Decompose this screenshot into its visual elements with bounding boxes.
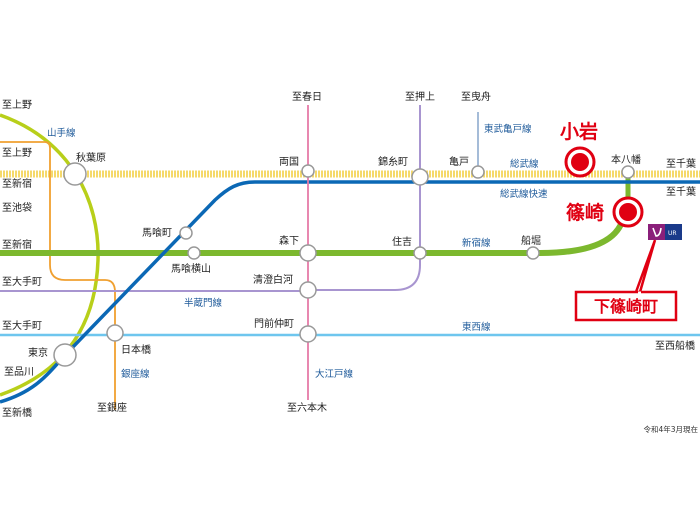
label-morishita: 森下 <box>279 234 299 247</box>
dir-kasuga: 至春日 <box>292 91 322 103</box>
station-tokyo[interactable] <box>53 343 77 367</box>
shimoshinozaki-label: 下篠崎町 <box>594 297 658 316</box>
label-akihabara: 秋葉原 <box>76 151 106 164</box>
label-nihonbashi: 日本橋 <box>121 343 151 356</box>
label-kameido: 亀戸 <box>449 155 469 168</box>
dir-ueno-2: 至上野 <box>2 147 32 159</box>
station-shinozaki-marker[interactable] <box>612 196 644 228</box>
station-koiwa-marker[interactable] <box>564 146 596 178</box>
label-tozai: 東西線 <box>462 321 491 333</box>
label-sobu-rapid: 総武線快速 <box>500 188 548 200</box>
dir-shinagawa: 至品川 <box>4 366 34 378</box>
label-tokyo: 東京 <box>28 346 48 359</box>
label-kiyosumi: 清澄白河 <box>253 273 293 286</box>
as-of-note: 令和4年3月現在 <box>643 424 698 434</box>
ur-logo-text: UR <box>668 230 677 237</box>
label-sobu: 総武線 <box>510 158 539 170</box>
callout-box <box>574 290 678 322</box>
dir-otemachi-2: 至大手町 <box>2 319 42 332</box>
yamanote-line <box>0 113 100 397</box>
label-kinshicho: 錦糸町 <box>378 155 408 168</box>
dir-chiba-2: 至千葉 <box>666 185 696 198</box>
shinozaki-label: 篠崎 <box>566 201 604 224</box>
dir-nishifunabashi: 至西船橋 <box>655 339 695 352</box>
dir-hikifune: 至曳舟 <box>461 90 491 103</box>
station-kiyosumi[interactable] <box>299 281 317 299</box>
label-oedo: 大江戸線 <box>315 368 354 380</box>
station-monzen[interactable] <box>299 325 317 343</box>
dir-otemachi-1: 至大手町 <box>2 275 42 288</box>
label-bakuroyokoyama: 馬喰横山 <box>171 262 211 275</box>
dir-shimbashi: 至新橋 <box>2 406 32 419</box>
label-ginza: 銀座線 <box>121 368 150 380</box>
label-motoyawata: 本八幡 <box>611 153 641 166</box>
shinjuku-line <box>0 220 625 256</box>
station-kinshicho[interactable] <box>411 168 429 186</box>
station-funabori[interactable] <box>526 246 540 260</box>
ur-logo: UR <box>648 224 682 240</box>
dir-oshiage: 至押上 <box>405 90 435 103</box>
station-morishita[interactable] <box>299 244 317 262</box>
dir-ueno-1: 至上野 <box>2 99 32 111</box>
label-hanzomon: 半蔵門線 <box>184 297 223 309</box>
station-ryogoku[interactable] <box>301 164 315 178</box>
ginza-line <box>0 141 116 410</box>
label-shinjuku-line: 新宿線 <box>462 237 491 249</box>
dir-shinjuku-2: 至新宿 <box>2 238 32 251</box>
station-akihabara[interactable] <box>63 162 87 186</box>
dir-chiba-1: 至千葉 <box>666 157 696 170</box>
station-bakuroyokoyama[interactable] <box>187 246 201 260</box>
station-nihonbashi[interactable] <box>106 324 124 342</box>
station-sumiyoshi[interactable] <box>413 246 427 260</box>
station-motoyawata[interactable] <box>621 165 635 179</box>
station-bakurocho[interactable] <box>179 226 193 240</box>
dir-ikebukuro: 至池袋 <box>2 201 32 214</box>
dir-roppongi: 至六本木 <box>287 401 327 414</box>
koiwa-label: 小岩 <box>560 120 598 143</box>
label-sumiyoshi: 住吉 <box>392 235 412 248</box>
label-bakurocho: 馬喰町 <box>142 226 172 239</box>
label-monzen: 門前仲町 <box>254 317 294 330</box>
station-kameido[interactable] <box>471 165 485 179</box>
label-yamanote: 山手線 <box>47 127 76 139</box>
label-tobu-kameido: 東武亀戸線 <box>484 123 532 135</box>
callout-pointer <box>634 239 657 293</box>
dir-shinjuku-1: 至新宿 <box>2 177 32 190</box>
label-ryogoku: 両国 <box>279 156 299 168</box>
label-funabori: 船堀 <box>521 234 541 247</box>
dir-ginza: 至銀座 <box>97 401 127 414</box>
hanzomon-line-east <box>300 105 421 291</box>
